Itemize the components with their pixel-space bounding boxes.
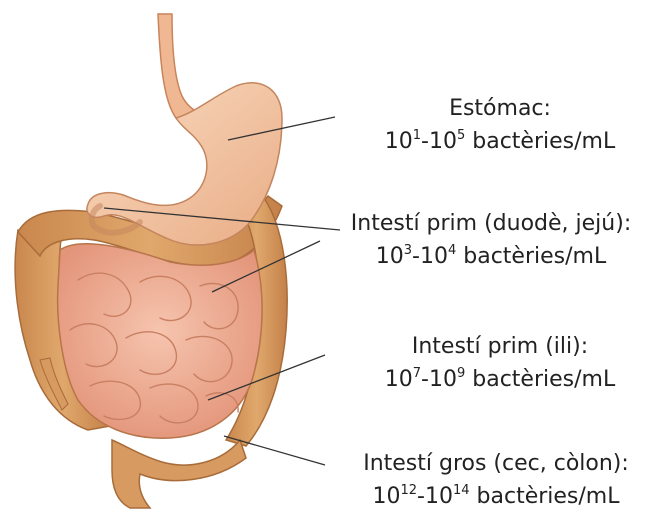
label-small-intestine-2-title: Intestí prim (ili): <box>340 330 660 363</box>
label-small-intestine-1-count: 103-104 bactèries/mL <box>320 240 662 273</box>
label-large-intestine: Intestí gros (cec, còlon): 1012-1014 bac… <box>330 447 662 513</box>
label-stomach-title: Estómac: <box>340 92 660 125</box>
label-small-intestine-duodenum-jejunum: Intestí prim (duodè, jejú): 103-104 bact… <box>320 207 662 273</box>
sigmoid-colon <box>112 440 246 508</box>
label-small-intestine-1-title: Intestí prim (duodè, jejú): <box>320 207 662 240</box>
label-large-intestine-title: Intestí gros (cec, còlon): <box>330 447 662 480</box>
small-intestine <box>58 244 262 438</box>
label-stomach-count: 101-105 bactèries/mL <box>340 125 660 158</box>
label-small-intestine-2-count: 107-109 bactèries/mL <box>340 363 660 396</box>
label-small-intestine-ileum: Intestí prim (ili): 107-109 bactèries/mL <box>340 330 660 396</box>
label-large-intestine-count: 1012-1014 bactèries/mL <box>330 480 662 513</box>
label-stomach: Estómac: 101-105 bactèries/mL <box>340 92 660 158</box>
